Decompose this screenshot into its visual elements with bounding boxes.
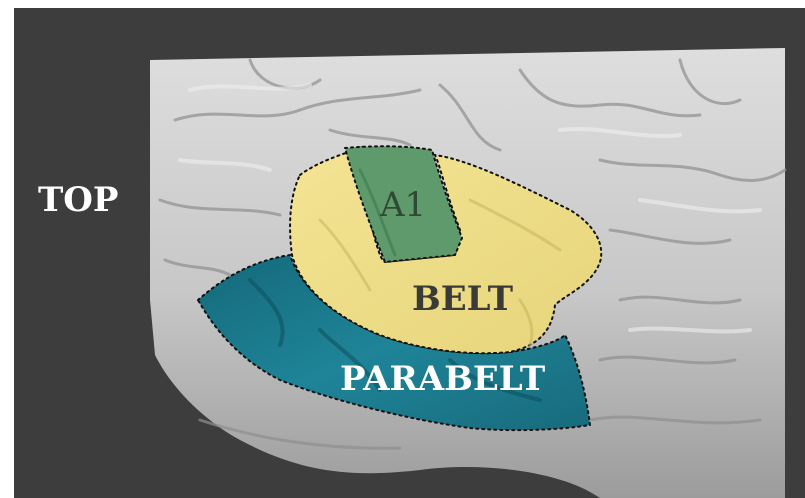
parabelt-label: PARABELT [340,362,545,396]
top-orientation-label: TOP [38,183,118,217]
a1-label: A1 [380,188,426,222]
belt-label: BELT [412,282,513,316]
